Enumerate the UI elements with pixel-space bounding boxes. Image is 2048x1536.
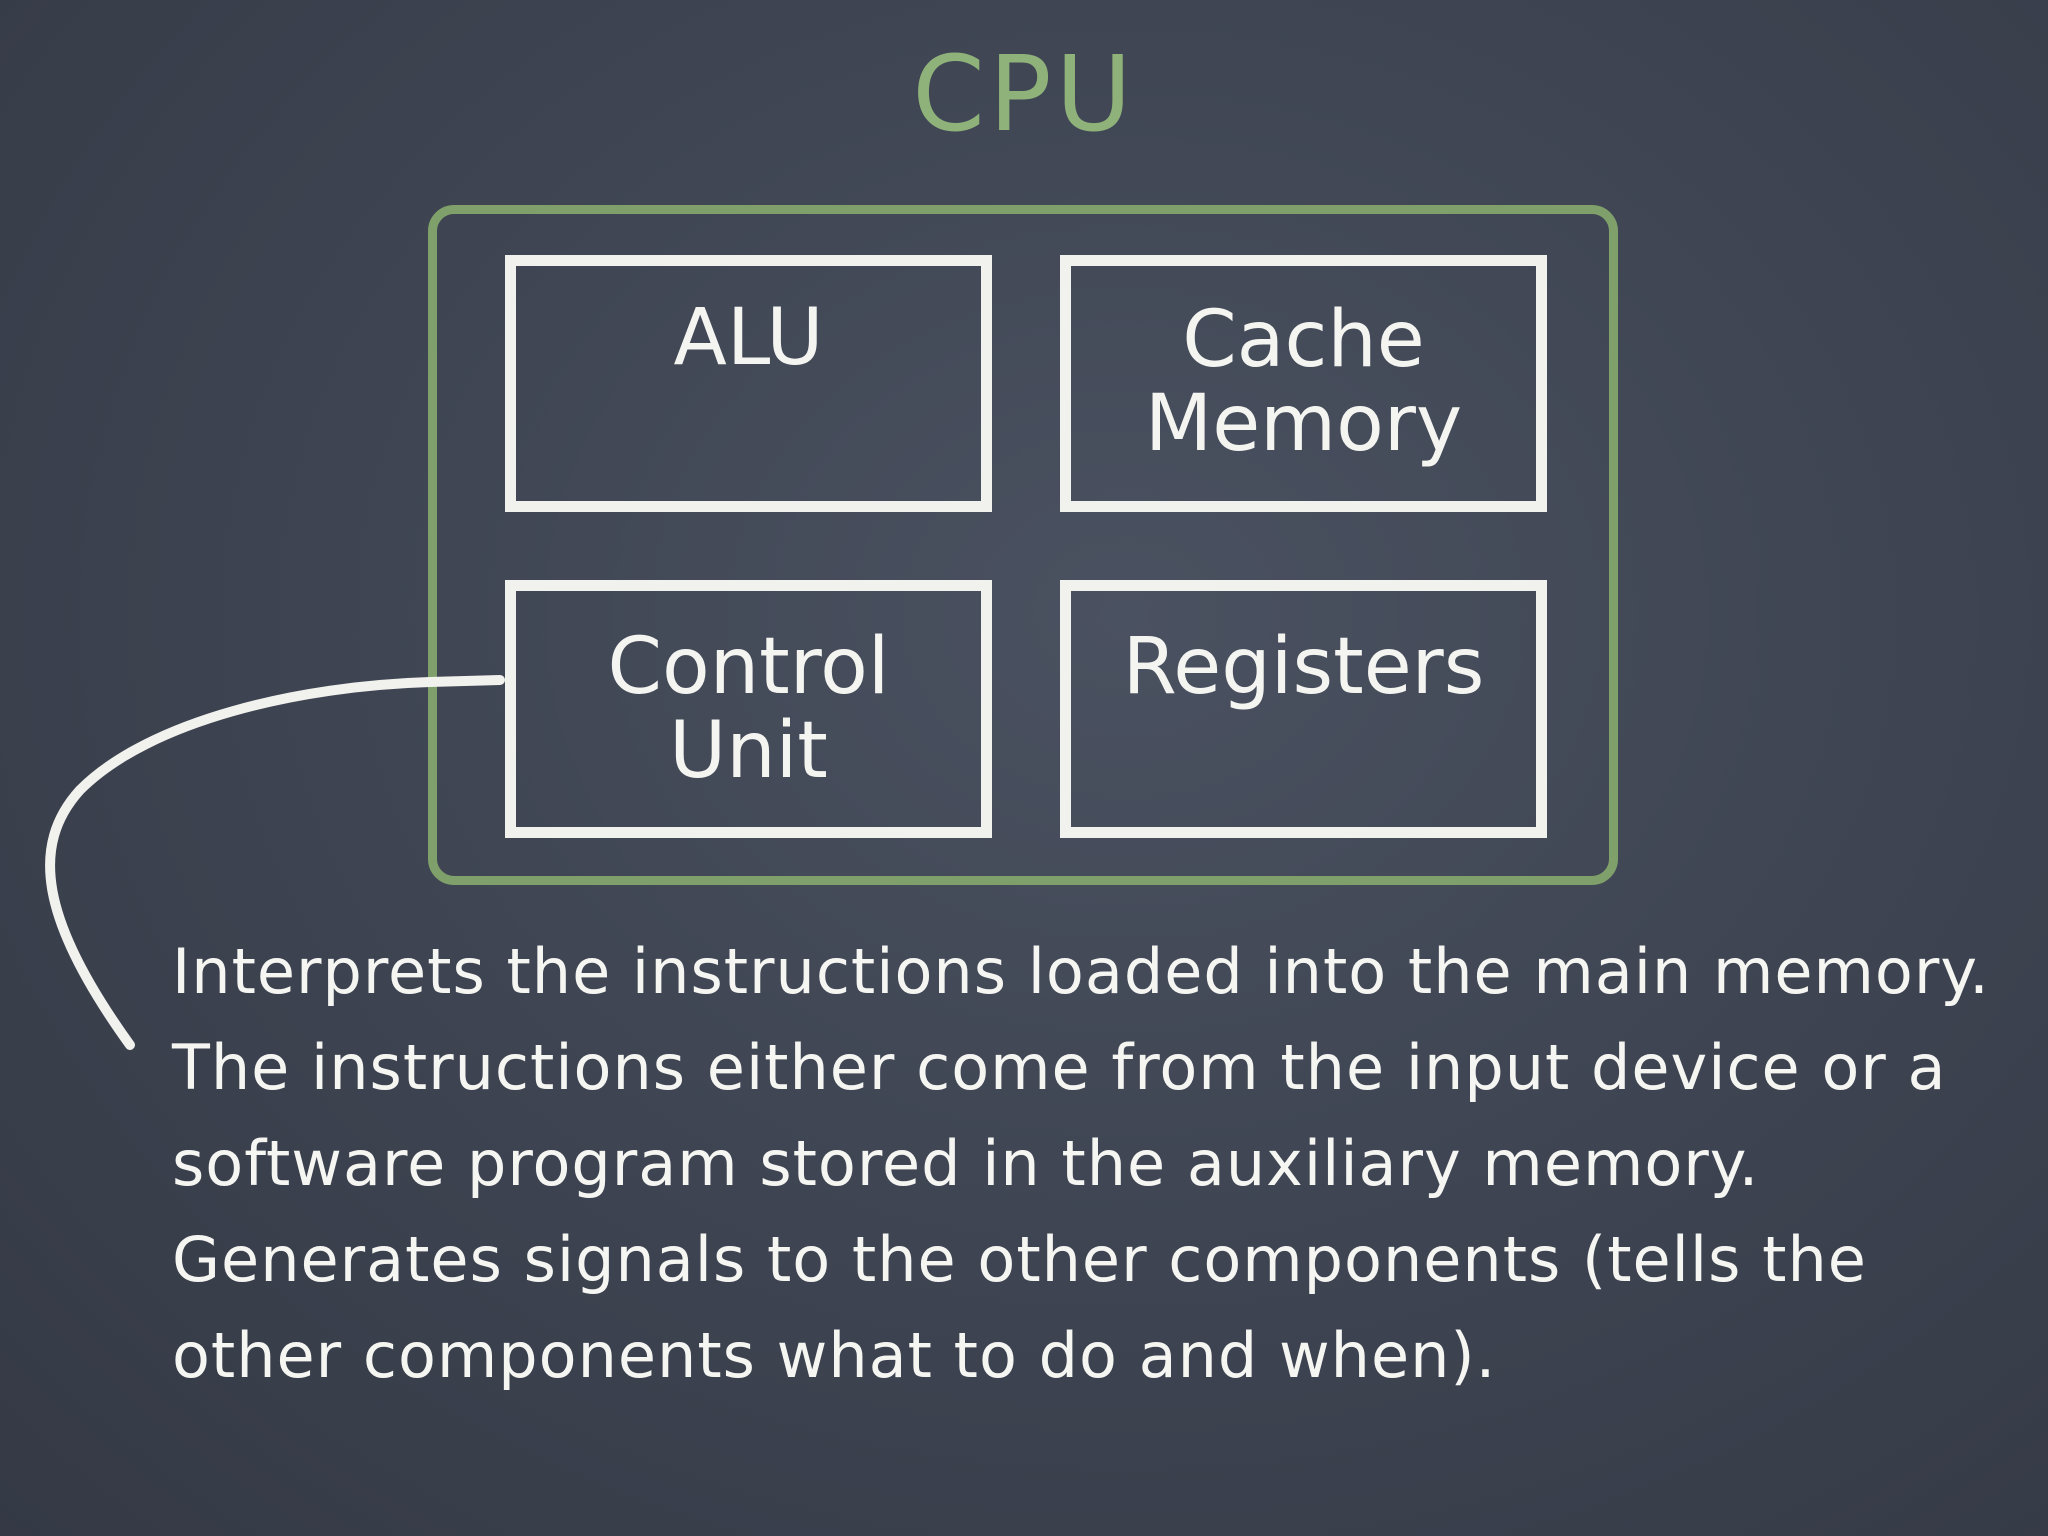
cpu-container-frame [428,205,1618,885]
control-unit-box: Control Unit [505,580,992,838]
cache-memory-label: Cache Memory [1144,295,1463,470]
registers-box: Registers [1060,580,1547,838]
cpu-title: CPU [912,33,1136,155]
cache-memory-box: Cache Memory [1060,255,1547,512]
control-unit-description: Interprets the instructions loaded into … [172,935,1990,1392]
alu-label: ALU [673,293,824,383]
alu-box: ALU [505,255,992,512]
control-unit-label: Control Unit [607,622,890,797]
registers-label: Registers [1122,622,1485,712]
